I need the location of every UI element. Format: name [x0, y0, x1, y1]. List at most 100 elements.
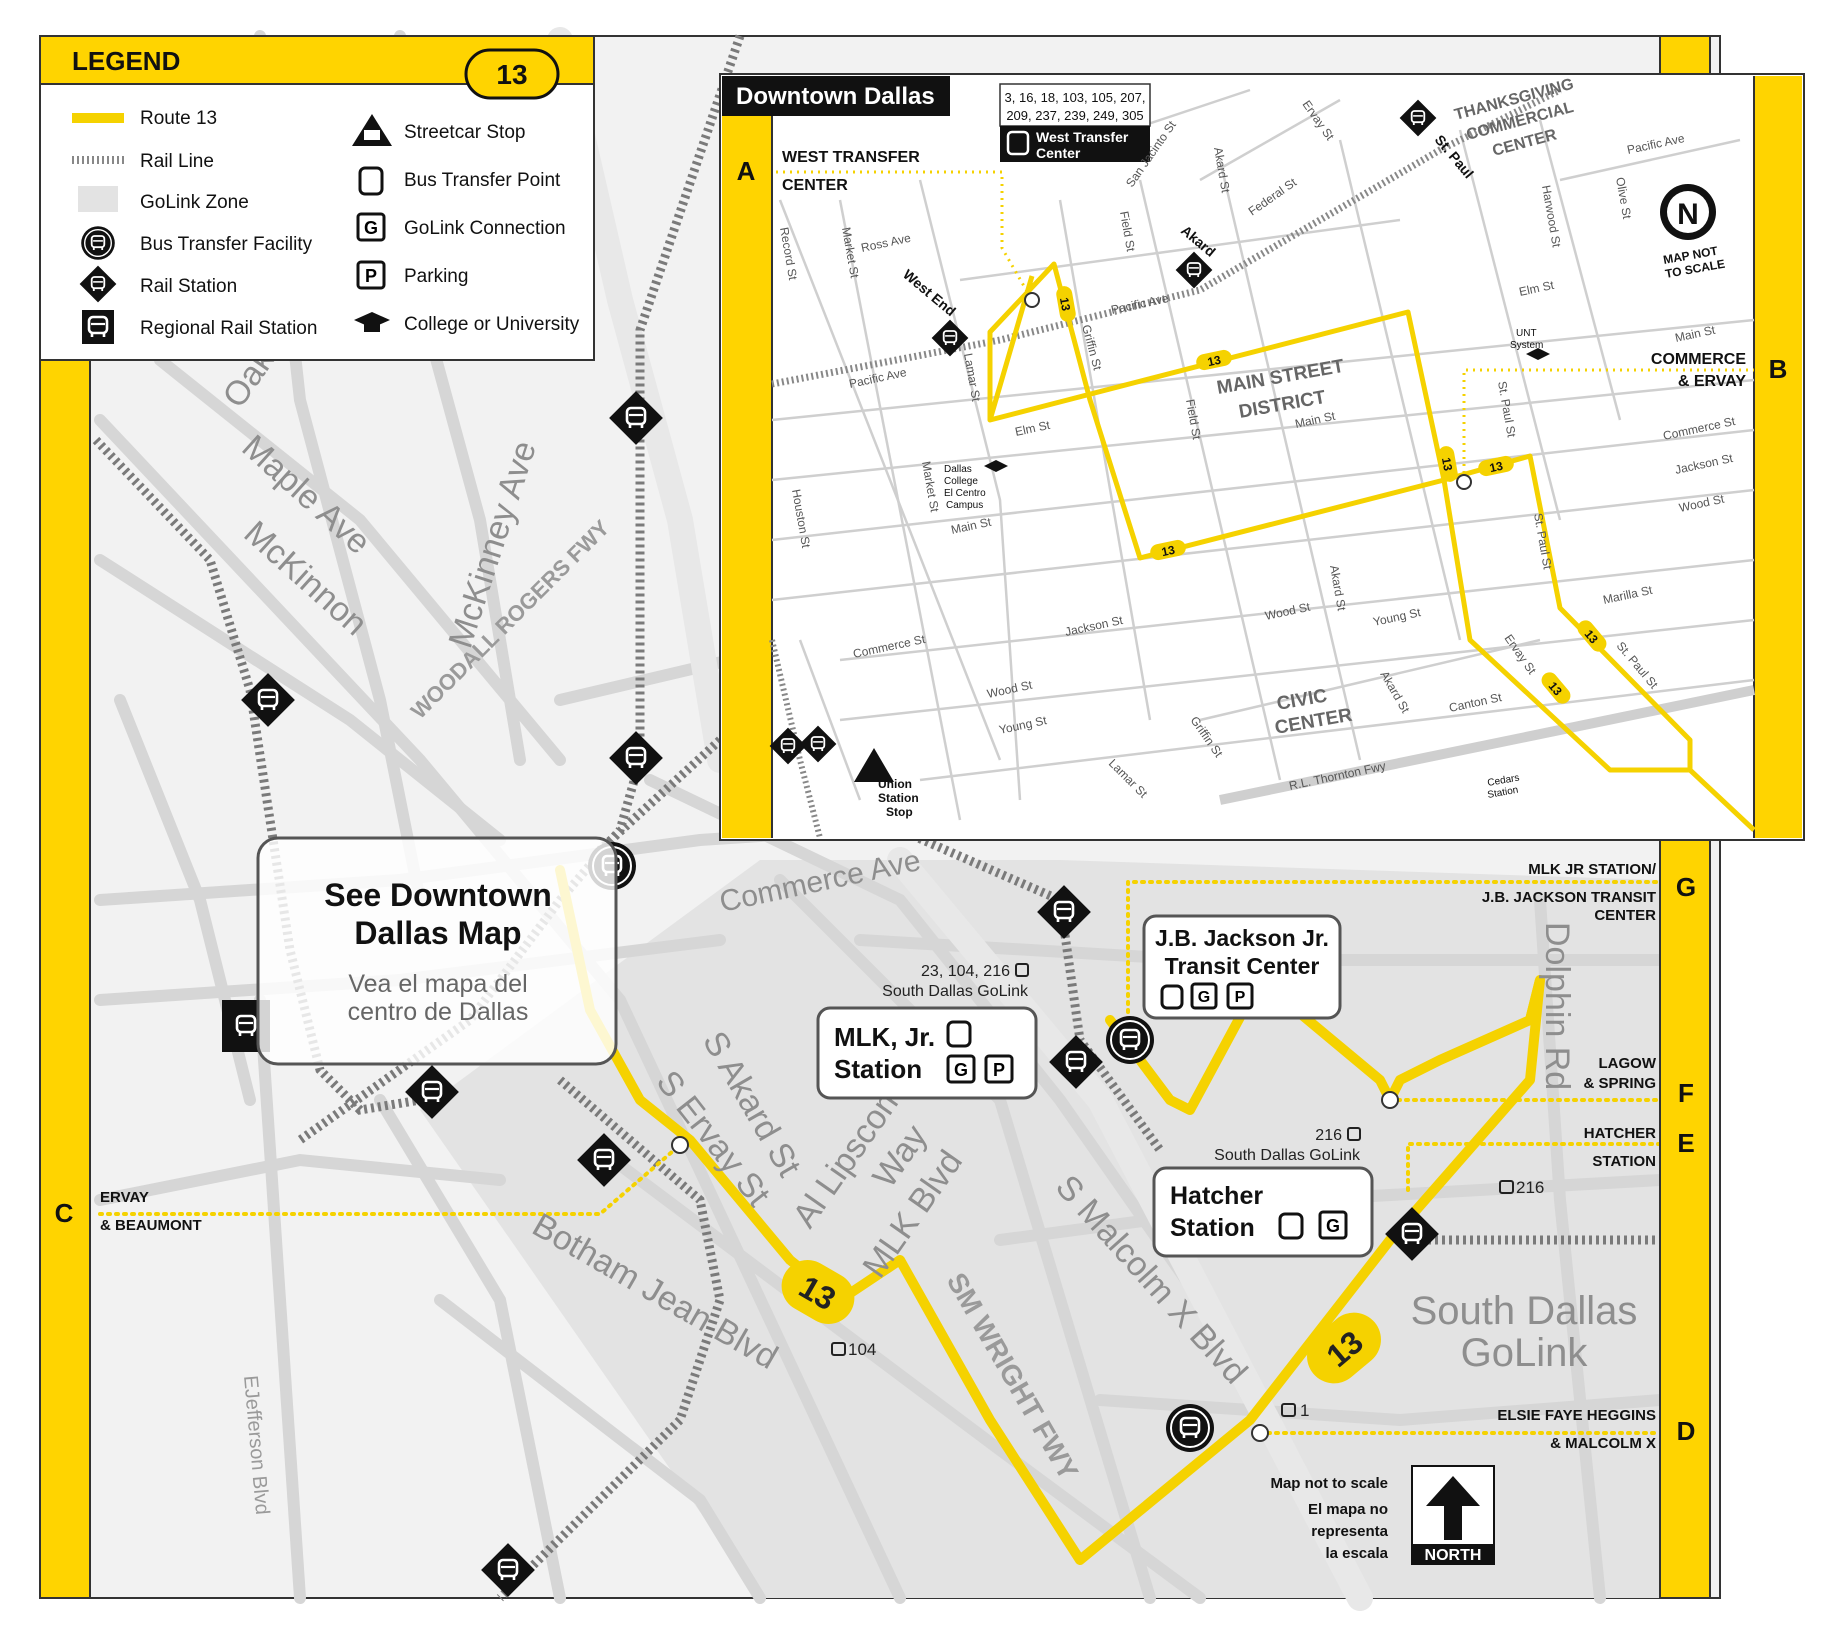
inset-letter-a: A	[737, 156, 756, 186]
legend-label-rail-station: Rail Station	[140, 276, 237, 297]
timepoint-g-line3: CENTER	[1594, 907, 1656, 924]
mlk-station-name-1: MLK, Jr.	[834, 1022, 935, 1052]
left-edge-band	[39, 359, 91, 1599]
north-label: NORTH	[1425, 1547, 1482, 1564]
college-2: College	[944, 476, 978, 487]
golink-connection-icon: G	[356, 212, 386, 242]
college-1: Dallas	[944, 464, 972, 475]
college-4: Campus	[946, 500, 983, 511]
see-downtown-title-2: Dallas Map	[354, 915, 521, 951]
timepoint-letter-d: D	[1677, 1416, 1696, 1446]
jb-jackson-callout[interactable]: J.B. Jackson Jr. Transit Center G P	[1142, 914, 1342, 1020]
svg-text:P: P	[993, 1060, 1005, 1080]
legend-route-badge: 13	[464, 48, 560, 100]
west-transfer-routes-1: 3, 16, 18, 103, 105, 207,	[1005, 90, 1146, 105]
bus-transfer-point-216: 216	[1499, 1178, 1544, 1197]
inset-route-badge-text: 13	[1206, 353, 1222, 370]
station-unt-1: UNT	[1516, 328, 1537, 339]
graduation-cap-icon	[354, 312, 390, 332]
timepoint-g-line1: MLK JR STATION/	[1528, 861, 1657, 878]
inset-route-badge: 13	[1541, 672, 1571, 704]
commerce-ervay-label-2: & ERVAY	[1678, 373, 1747, 390]
route-13-badge-main-2: 13	[1307, 1312, 1381, 1384]
timepoint-e-line2: STATION	[1592, 1153, 1656, 1170]
parking-icon: P	[984, 1054, 1014, 1084]
legend-label-golink-zone: GoLink Zone	[140, 192, 249, 213]
timepoint-d-line2: & MALCOLM X	[1550, 1435, 1656, 1452]
inset-route-13-line	[987, 261, 1756, 832]
college-3: El Centro	[944, 488, 986, 499]
inset-route-badge: 13	[1577, 620, 1607, 652]
inset-route-badge: 13	[1150, 539, 1186, 561]
bus-transfer-point-icon	[1160, 984, 1184, 1010]
bus-transfer-point-1: 1	[1281, 1401, 1309, 1420]
inset-letter-b: B	[1769, 354, 1788, 384]
legend-route-badge-text: 13	[496, 59, 527, 90]
west-transfer-routes-box: 3, 16, 18, 103, 105, 207, 209, 237, 239,…	[999, 83, 1151, 162]
inset-route-badge: 13	[1196, 349, 1232, 371]
station-union-3: Stop	[886, 805, 913, 819]
station-cedars-2: Station	[1487, 785, 1520, 801]
parking-icon: P	[1226, 982, 1254, 1010]
regional-rail-station-icon	[82, 310, 114, 344]
legend-label-route: Route 13	[140, 108, 217, 129]
rail-lines	[92, 34, 1660, 1602]
legend-label-parking: Parking	[404, 266, 468, 287]
svg-text:G: G	[954, 1060, 968, 1080]
bus-transfer-point-icon	[358, 166, 384, 196]
scale-note-1: Map not to scale	[1270, 1475, 1388, 1492]
station-unt-2: System	[1510, 340, 1543, 351]
scale-note-2: El mapa no	[1308, 1501, 1388, 1518]
scale-note-3: representa	[1311, 1523, 1388, 1540]
bus-transfer-point-icon	[1278, 1212, 1304, 1240]
hatcher-name-1: Hatcher	[1170, 1182, 1263, 1210]
timepoint-f-line1: LAGOW	[1599, 1055, 1657, 1072]
west-transfer-name-2: Center	[1036, 145, 1081, 161]
see-downtown-callout[interactable]: See Downtown Dallas Map Vea el mapa del …	[256, 836, 618, 1066]
legend-label-regional-rail: Regional Rail Station	[140, 318, 317, 339]
svg-text:G: G	[1326, 1216, 1340, 1236]
west-transfer-label-2: CENTER	[782, 177, 848, 194]
see-downtown-es-2: centro de Dallas	[348, 998, 529, 1026]
hatcher-station-callout[interactable]: Hatcher Station G	[1152, 1166, 1374, 1258]
legend-label-streetcar: Streetcar Stop	[404, 122, 525, 143]
jb-jackson-name-1: J.B. Jackson Jr.	[1155, 925, 1329, 951]
bus-transfer-facility-icon	[81, 226, 115, 260]
scale-note-4: la escala	[1325, 1545, 1388, 1562]
inset-route-badge-text: 13	[1160, 543, 1176, 560]
golink-connection-icon: G	[1318, 1210, 1348, 1240]
station-union-2: Station	[878, 791, 919, 805]
hatcher-golink: South Dallas GoLink	[1214, 1147, 1361, 1164]
streetcar-stop-icon[interactable]	[854, 748, 894, 782]
bus-transfer-facility-icon[interactable]	[1166, 1404, 1214, 1452]
inset-route-badge-text: 13	[1439, 456, 1455, 472]
bus-route-104: 104	[848, 1340, 876, 1359]
hatcher-name-2: Station	[1170, 1214, 1255, 1242]
mlk-golink: South Dallas GoLink	[882, 983, 1029, 1000]
timepoint-f-line2: & SPRING	[1583, 1075, 1656, 1092]
west-transfer-name-1: West Transfer	[1036, 129, 1129, 145]
svg-text:G: G	[364, 218, 378, 238]
timepoint-letter-e: E	[1677, 1128, 1694, 1158]
legend-label-rail-line: Rail Line	[140, 151, 214, 172]
golink-connection-icon: G	[946, 1054, 976, 1084]
see-downtown-es-1: Vea el mapa del	[348, 970, 527, 998]
svg-text:P: P	[1235, 989, 1246, 1006]
route-line-swatch	[72, 113, 124, 123]
timepoint-c-line1: ERVAY	[100, 1189, 149, 1206]
mlk-station-callout[interactable]: MLK, Jr. Station G P	[816, 1006, 1038, 1100]
golink-connection-icon: G	[1190, 982, 1218, 1010]
route-13-line	[555, 865, 1545, 1565]
inset-title: Downtown Dallas	[736, 83, 935, 110]
graduation-cap-icon	[1526, 348, 1550, 360]
downtown-inset: Downtown Dallas 3, 16, 18, 103, 105, 207…	[719, 73, 1805, 841]
legend-label-golink-connection: GoLink Connection	[404, 218, 566, 239]
inset-route-badge: 13	[1478, 455, 1514, 477]
mlk-station-name-2: Station	[834, 1054, 922, 1084]
bus-transfer-facility-icon[interactable]	[1106, 1016, 1154, 1064]
route-13-badge-main-1: 13	[781, 1260, 855, 1324]
legend-label-college: College or University	[404, 314, 580, 335]
timepoint-letter-c: C	[55, 1198, 74, 1228]
timepoint-d-line1: ELSIE FAYE HEGGINS	[1497, 1407, 1656, 1424]
see-downtown-title-1: See Downtown	[324, 877, 552, 913]
